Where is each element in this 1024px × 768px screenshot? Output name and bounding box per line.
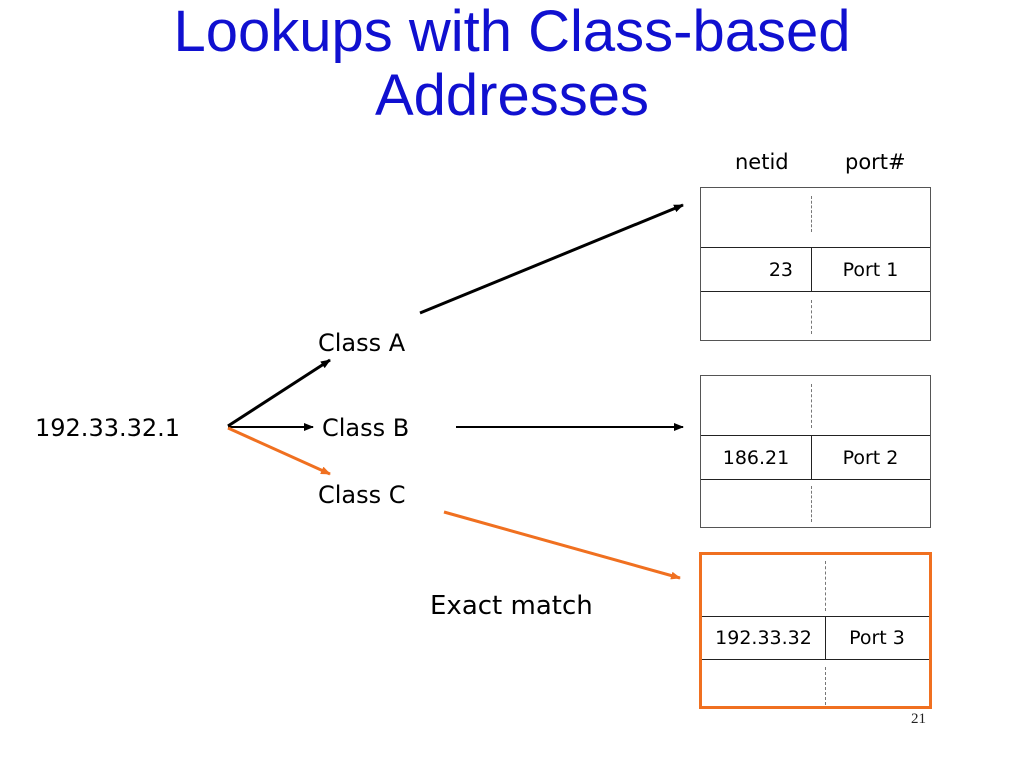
table-divider <box>825 667 826 705</box>
slide-title-line-1: Lookups with Class-based <box>173 0 851 64</box>
slide-title-line-2: Addresses <box>374 63 650 128</box>
netid-header: netid <box>735 150 789 174</box>
slide-title: Lookups with Class-based Addresses <box>0 0 1024 128</box>
table-divider <box>811 248 812 291</box>
class-b-label: Class B <box>322 414 410 442</box>
table-divider <box>811 300 812 334</box>
port-cell: Port 2 <box>842 446 899 469</box>
arrow-class-c-to-table-3 <box>443 510 681 580</box>
table-row-match: 192.33.32 Port 3 <box>702 616 929 660</box>
class-a-lookup-table: 23 Port 1 <box>700 187 931 341</box>
port-cell: Port 1 <box>842 258 899 281</box>
netid-cell: 192.33.32 <box>715 627 812 649</box>
arrow-to-class-a <box>227 358 331 428</box>
class-c-lookup-table: 192.33.32 Port 3 <box>699 552 932 709</box>
page-number: 21 <box>911 711 926 727</box>
arrow-class-a-to-table-1 <box>419 203 684 315</box>
ip-address-label: 192.33.32.1 <box>35 414 181 442</box>
table-divider <box>811 486 812 522</box>
table-divider <box>825 561 826 611</box>
class-b-lookup-table: 186.21 Port 2 <box>700 375 931 528</box>
netid-cell: 186.21 <box>722 446 790 469</box>
arrow-to-class-c <box>227 426 331 476</box>
table-divider <box>811 384 812 428</box>
class-a-label: Class A <box>318 329 406 357</box>
table-row-match: 186.21 Port 2 <box>701 435 930 480</box>
table-divider <box>811 196 812 232</box>
exact-match-label: Exact match <box>430 591 593 621</box>
class-c-label: Class C <box>318 481 406 509</box>
netid-cell: 23 <box>768 258 793 281</box>
table-row-match: 23 Port 1 <box>701 247 930 292</box>
port-header: port# <box>845 150 906 174</box>
table-divider <box>825 617 826 659</box>
port-cell: Port 3 <box>849 627 905 649</box>
table-divider <box>811 436 812 479</box>
